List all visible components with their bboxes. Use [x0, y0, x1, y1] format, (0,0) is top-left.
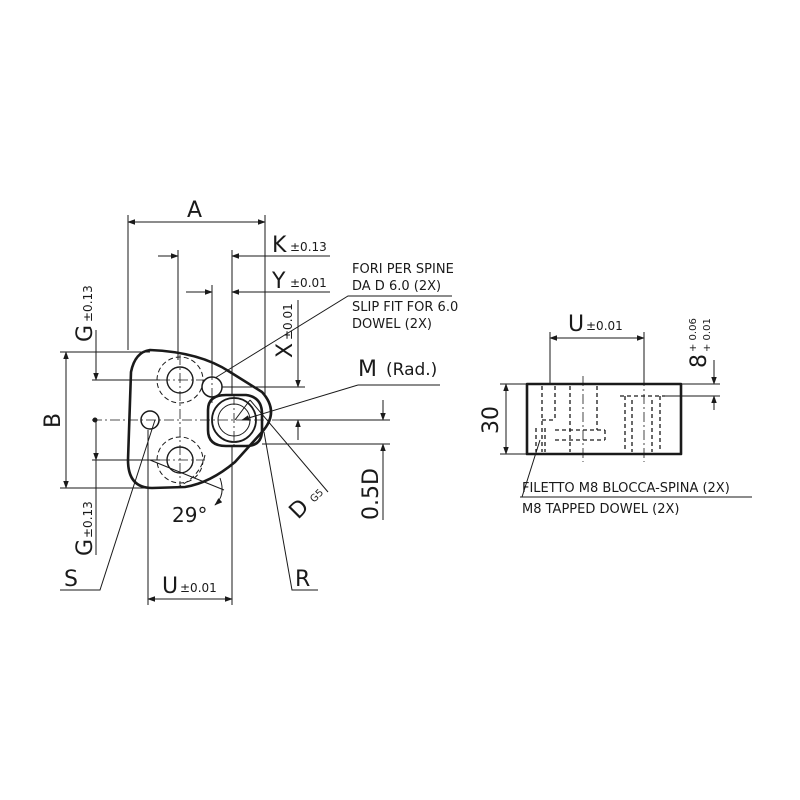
leader-m	[241, 384, 359, 421]
leader-r	[263, 431, 318, 591]
label-eight-tol-top: + 0.06	[688, 318, 699, 352]
note-dowel-it-2: DA D 6.0 (2X)	[352, 279, 441, 294]
labels-front: A K ±0.13 Y ±0.01 X ±0.01 G ±0.13 G ±0.1…	[41, 198, 458, 599]
note-dowel-en-2: DOWEL (2X)	[352, 317, 432, 332]
label-y-tol: ±0.01	[290, 276, 327, 290]
label-k-tol: ±0.13	[290, 240, 327, 254]
leader-slip-fit	[214, 295, 452, 379]
labels-side: U ±0.01 30 8 + 0.06 + 0.01 FILETTO M8 BL…	[479, 312, 730, 517]
label-u-front-tol: ±0.01	[180, 581, 217, 595]
main-bore-outline	[206, 393, 264, 448]
label-m-suffix: (Rad.)	[386, 360, 437, 380]
side-view	[525, 376, 683, 462]
label-d-sub: G5	[308, 487, 326, 505]
label-thickness: 30	[479, 406, 504, 434]
angle-arc-inner	[174, 454, 206, 489]
dimensions-side	[500, 332, 752, 498]
label-m: M	[358, 357, 377, 382]
label-a: A	[187, 198, 202, 223]
dimensions-front	[60, 215, 452, 605]
label-g-bottom: G	[73, 539, 98, 556]
origin-dot	[92, 417, 98, 423]
note-dowel-it-1: FORI PER SPINE	[352, 262, 454, 277]
label-eight-tol-bot: + 0.01	[702, 318, 713, 352]
front-view	[92, 348, 280, 506]
angle-ray	[149, 459, 225, 491]
label-k: K	[272, 233, 287, 258]
label-u-side: U	[568, 312, 584, 337]
leader-s	[60, 419, 156, 591]
note-tapped-en: M8 TAPPED DOWEL (2X)	[522, 502, 680, 517]
label-eight: 8	[687, 354, 712, 368]
label-g-top-tol: ±0.13	[81, 285, 95, 322]
label-half-d: 0.5D	[359, 468, 384, 520]
label-y: Y	[271, 269, 286, 294]
side-view-outline	[525, 382, 683, 456]
angle-arc	[214, 477, 223, 506]
label-u-side-tol: ±0.01	[586, 319, 623, 333]
label-g-top: G	[73, 325, 98, 342]
label-angle: 29°	[172, 503, 207, 527]
part-outline	[126, 348, 273, 490]
note-tapped-it: FILETTO M8 BLOCCA-SPINA (2X)	[522, 481, 730, 496]
label-s: S	[64, 567, 78, 592]
label-u-front: U	[162, 574, 178, 599]
label-r: R	[295, 567, 310, 592]
label-x-tol: ±0.01	[281, 303, 295, 340]
label-x: X	[273, 343, 298, 358]
label-g-bottom-tol: ±0.13	[81, 501, 95, 538]
note-dowel-en-1: SLIP FIT FOR 6.0	[352, 300, 458, 315]
label-b: B	[41, 413, 66, 428]
